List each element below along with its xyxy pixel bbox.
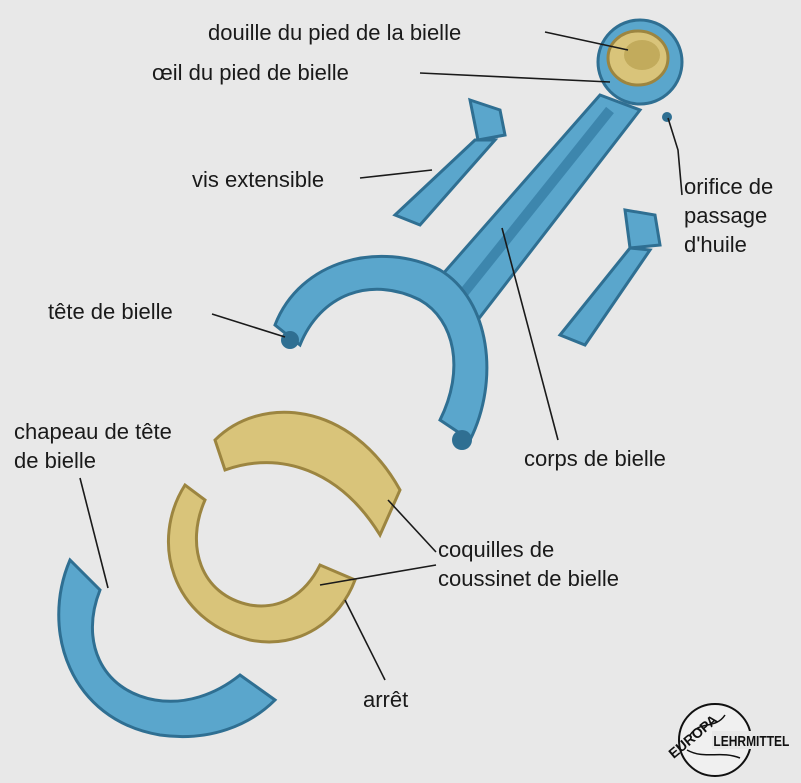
- label-big-end: tête de bielle: [48, 299, 173, 324]
- label-oil-hole: orifice de passage d'huile: [684, 174, 774, 257]
- big-end-cap: [57, 557, 278, 739]
- label-small-end-eye: œil du pied de bielle: [152, 60, 349, 85]
- label-stretch-bolt: vis extensible: [192, 167, 325, 192]
- label-cap: chapeau de tête de bielle: [14, 419, 172, 473]
- stretch-bolt-2: [557, 208, 662, 347]
- stretch-bolt-1: [392, 97, 507, 227]
- label-shank: corps de bielle: [524, 446, 666, 471]
- big-end: [273, 254, 489, 443]
- leader-lines: [79, 31, 683, 681]
- label-bearing-shells: coquilles de coussinet de bielle: [438, 537, 620, 591]
- bearing-shell-lower: [166, 482, 357, 644]
- label-lock: arrêt: [363, 687, 409, 712]
- europa-lehrmittel-logo: LEHRMITTEL EUROPA: [665, 703, 792, 777]
- bearing-shell-upper: [213, 410, 402, 539]
- label-small-end-bushing: douille du pied de la bielle: [208, 20, 462, 45]
- svg-text:LEHRMITTEL: LEHRMITTEL: [713, 733, 789, 750]
